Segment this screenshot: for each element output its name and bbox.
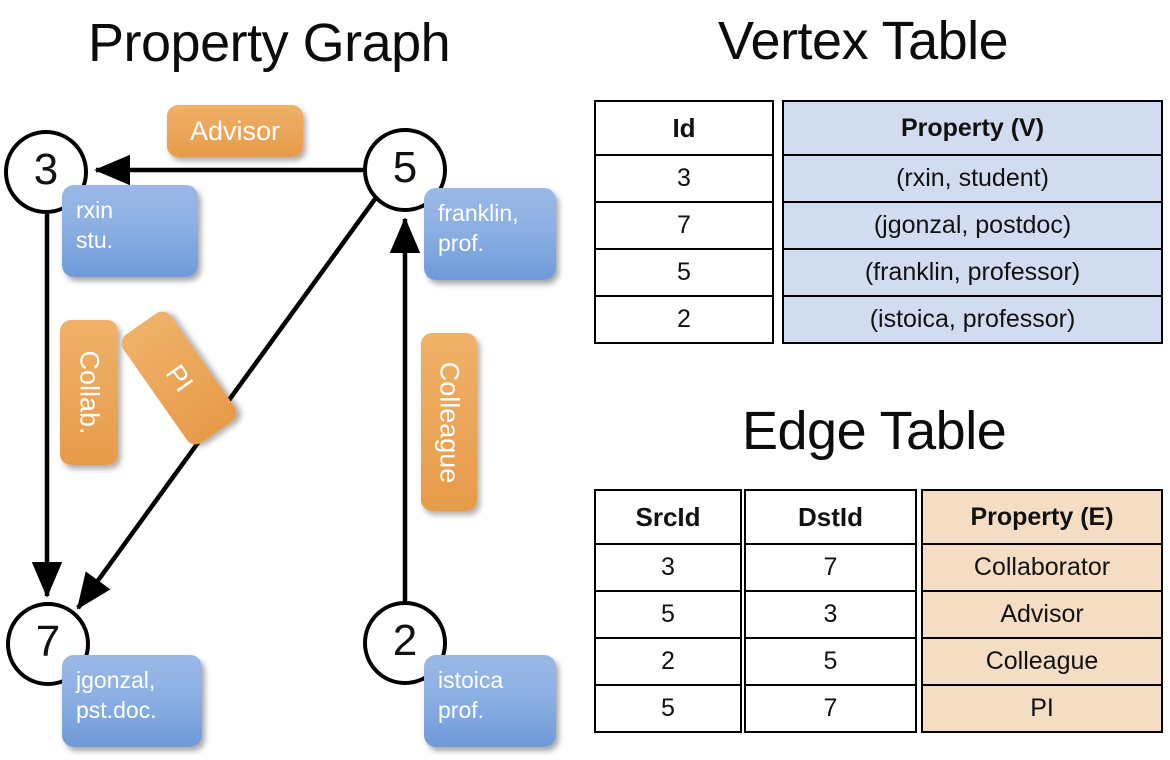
vertex-table-property-column: Property (V) (rxin, student) (jgonzal, p… <box>782 100 1163 344</box>
table-header-row: DstId <box>744 489 917 545</box>
edge-property-cell: Advisor <box>921 590 1163 639</box>
edge-src-cell: 2 <box>594 637 742 686</box>
property-graph-diagram: 3 5 7 2 rxin stu. franklin, prof. jgonza… <box>0 0 580 760</box>
vertex-property-cell: (rxin, student) <box>782 154 1163 203</box>
graph-node-7-label: 7 <box>35 617 61 666</box>
table-header-row: Property (V) <box>782 100 1163 156</box>
vertex-id-cell: 2 <box>594 295 774 344</box>
graph-node-5[interactable]: 5 <box>363 128 447 212</box>
vertex-property-istoica-line1: istoica <box>438 667 504 693</box>
edge-property-cell: PI <box>921 684 1163 733</box>
table-row[interactable]: (rxin, student) <box>782 154 1163 203</box>
table-row[interactable]: Colleague <box>921 637 1163 686</box>
vertex-property-box-jgonzal: jgonzal, pst.doc. <box>62 655 202 747</box>
vertex-property-cell: (franklin, professor) <box>782 248 1163 297</box>
edge-label-advisor: Advisor <box>167 105 303 157</box>
graph-node-2-label: 2 <box>392 616 418 665</box>
page-title-edge-table: Edge Table <box>742 401 1007 461</box>
edge-dst-cell: 3 <box>744 590 917 639</box>
vertex-id-cell: 5 <box>594 248 774 297</box>
edge-src-cell: 5 <box>594 590 742 639</box>
table-row[interactable]: 3 <box>744 590 917 639</box>
graph-node-5-label: 5 <box>392 143 418 192</box>
vertex-property-istoica-line2: prof. <box>438 697 485 723</box>
table-row[interactable]: 2 <box>594 295 774 344</box>
vertex-property-cell: (jgonzal, postdoc) <box>782 201 1163 250</box>
edge-label-colleague-text: Colleague <box>434 361 465 483</box>
vertex-property-jgonzal-line1: jgonzal, <box>76 667 156 693</box>
table-row[interactable]: 5 <box>744 637 917 686</box>
vertex-property-rxin-line2: stu. <box>76 227 114 253</box>
vertex-id-cell: 7 <box>594 201 774 250</box>
vertex-property-box-istoica: istoica prof. <box>424 655 556 747</box>
edge-dst-cell: 7 <box>744 684 917 733</box>
edge-table-header-property: Property (E) <box>921 489 1163 545</box>
page-title-vertex-table: Vertex Table <box>718 11 1009 71</box>
vertex-property-franklin-line2: prof. <box>438 230 485 256</box>
edge-table-header-srcid: SrcId <box>594 489 742 545</box>
edge-label-collab: Collab. <box>60 320 118 465</box>
table-row[interactable]: (franklin, professor) <box>782 248 1163 297</box>
edge-table-srcid-column: SrcId 3 5 2 5 <box>594 489 742 733</box>
graph-node-2[interactable]: 2 <box>363 601 447 685</box>
table-row[interactable]: 7 <box>744 543 917 592</box>
page-title-property-graph: Property Graph <box>88 13 451 73</box>
vertex-table-id-column: Id 3 7 5 2 <box>594 100 774 344</box>
table-row[interactable]: 5 <box>594 590 742 639</box>
edge-dst-cell: 7 <box>744 543 917 592</box>
edge-dst-cell: 5 <box>744 637 917 686</box>
table-header-row: Id <box>594 100 774 156</box>
vertex-property-rxin-line1: rxin <box>76 197 114 223</box>
vertex-property-box-rxin: rxin stu. <box>62 185 198 277</box>
graph-node-3-label: 3 <box>33 145 59 194</box>
table-row[interactable]: 7 <box>594 201 774 250</box>
table-row[interactable]: 2 <box>594 637 742 686</box>
table-row[interactable]: 5 <box>594 248 774 297</box>
vertex-property-franklin-line1: franklin, <box>438 200 519 226</box>
edge-property-cell: Collaborator <box>921 543 1163 592</box>
edge-label-pi-text: PI <box>159 358 200 397</box>
vertex-property-box-franklin: franklin, prof. <box>424 188 556 280</box>
table-header-row: Property (E) <box>921 489 1163 545</box>
table-row[interactable]: 5 <box>594 684 742 733</box>
table-row[interactable]: Collaborator <box>921 543 1163 592</box>
edge-table-header-dstid: DstId <box>744 489 917 545</box>
table-row[interactable]: Advisor <box>921 590 1163 639</box>
table-row[interactable]: (istoica, professor) <box>782 295 1163 344</box>
edge-label-collab-text: Collab. <box>74 350 105 435</box>
edge-label-colleague: Colleague <box>421 333 477 511</box>
vertex-property-jgonzal-line2: pst.doc. <box>76 697 157 723</box>
edge-src-cell: 5 <box>594 684 742 733</box>
table-row[interactable]: 7 <box>744 684 917 733</box>
table-row[interactable]: PI <box>921 684 1163 733</box>
edge-table-property-column: Property (E) Collaborator Advisor Collea… <box>921 489 1163 733</box>
edge-table-dstid-column: DstId 7 3 5 7 <box>744 489 917 733</box>
edge-label-advisor-text: Advisor <box>189 115 281 146</box>
vertex-table-header-property: Property (V) <box>782 100 1163 156</box>
table-row[interactable]: (jgonzal, postdoc) <box>782 201 1163 250</box>
table-row[interactable]: 3 <box>594 543 742 592</box>
vertex-id-cell: 3 <box>594 154 774 203</box>
table-header-row: SrcId <box>594 489 742 545</box>
vertex-table-header-id: Id <box>594 100 774 156</box>
edge-property-cell: Colleague <box>921 637 1163 686</box>
edge-src-cell: 3 <box>594 543 742 592</box>
vertex-property-cell: (istoica, professor) <box>782 295 1163 344</box>
table-row[interactable]: 3 <box>594 154 774 203</box>
